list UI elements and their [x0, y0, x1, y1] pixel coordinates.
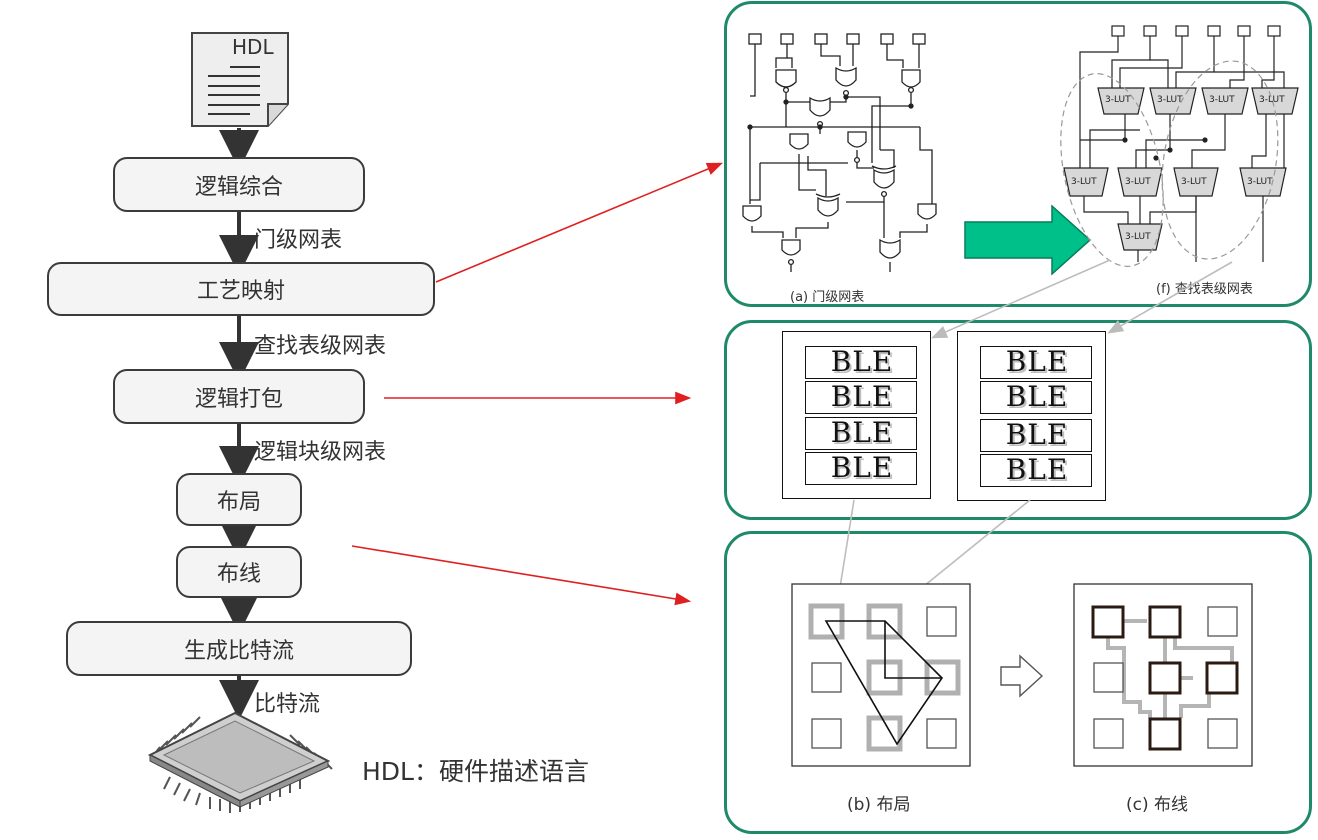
- caption-placement: (b) 布局: [847, 795, 911, 815]
- ble-cluster-2: BLE BLE BLE BLE: [957, 331, 1106, 501]
- lut-label: 3-LUT: [1125, 177, 1151, 187]
- pointer-arrow-mapping: [435, 162, 723, 283]
- edge-label-lut-netlist: 查找表级网表: [254, 334, 387, 359]
- step-placement: 布局: [176, 473, 302, 526]
- hollow-arrow: [1000, 654, 1044, 698]
- lut-to-cluster-arrow: [1107, 261, 1233, 334]
- step-label: 生成比特流: [183, 638, 294, 664]
- hdl-doc-label: HDL: [232, 35, 274, 59]
- lut-to-cluster-arrow: [931, 259, 1111, 339]
- ble-block: BLE: [805, 417, 917, 450]
- step-logic-packing: 逻辑打包: [113, 369, 365, 424]
- lut-blocks: [1063, 87, 1299, 251]
- step-routing: 布线: [176, 546, 302, 598]
- lut-label: 3-LUT: [1247, 177, 1273, 187]
- lut-label: 3-LUT: [1157, 95, 1183, 105]
- step-label: 逻辑综合: [194, 174, 283, 200]
- lut-netlist: [1079, 25, 1285, 262]
- lut-label: 3-LUT: [1071, 177, 1097, 187]
- ble-block: BLE: [980, 454, 1092, 487]
- ble-block: BLE: [805, 346, 917, 379]
- cluster-to-placement-arrow: [833, 499, 855, 604]
- lut-label: 3-LUT: [1209, 95, 1235, 105]
- lut-label: 3-LUT: [1181, 177, 1207, 187]
- edge-label-block-netlist: 逻辑块级网表: [254, 440, 387, 465]
- ble-block: BLE: [980, 381, 1092, 414]
- ble-block: BLE: [980, 346, 1092, 379]
- caption-lut-netlist: (f) 查找表级网表: [1156, 282, 1253, 297]
- big-green-arrow: [964, 204, 1092, 276]
- fpga-chip-icon: [140, 705, 340, 815]
- step-label: 布局: [216, 489, 261, 515]
- step-label: 工艺映射: [196, 279, 285, 304]
- hdl-legend: HDL：硬件描述语言: [362, 757, 589, 786]
- step-label: 布线: [216, 562, 261, 587]
- edge-label-gate-netlist: 门级网表: [254, 228, 343, 253]
- lut-label: 3-LUT: [1125, 232, 1151, 242]
- ble-block: BLE: [980, 419, 1092, 452]
- step-label: 逻辑打包: [194, 386, 283, 412]
- ble-cluster-1: BLE BLE BLE BLE: [782, 331, 931, 499]
- step-bitstream-generation: 生成比特流: [66, 621, 412, 676]
- lut-label: 3-LUT: [1259, 95, 1285, 105]
- step-technology-mapping: 工艺映射: [47, 262, 435, 316]
- ble-block: BLE: [805, 381, 917, 414]
- ble-block: BLE: [805, 452, 917, 485]
- step-logic-synthesis: 逻辑综合: [113, 157, 365, 212]
- pointer-arrow-place-route: [351, 545, 692, 606]
- edge-label-bitstream: 比特流: [254, 692, 321, 717]
- lut-label: 3-LUT: [1105, 95, 1131, 105]
- caption-routing: (c) 布线: [1126, 795, 1189, 815]
- caption-gate-netlist: (a) 门级网表: [790, 290, 865, 305]
- hdl-document-icon: HDL: [190, 32, 290, 127]
- gate-netlist: [742, 33, 937, 272]
